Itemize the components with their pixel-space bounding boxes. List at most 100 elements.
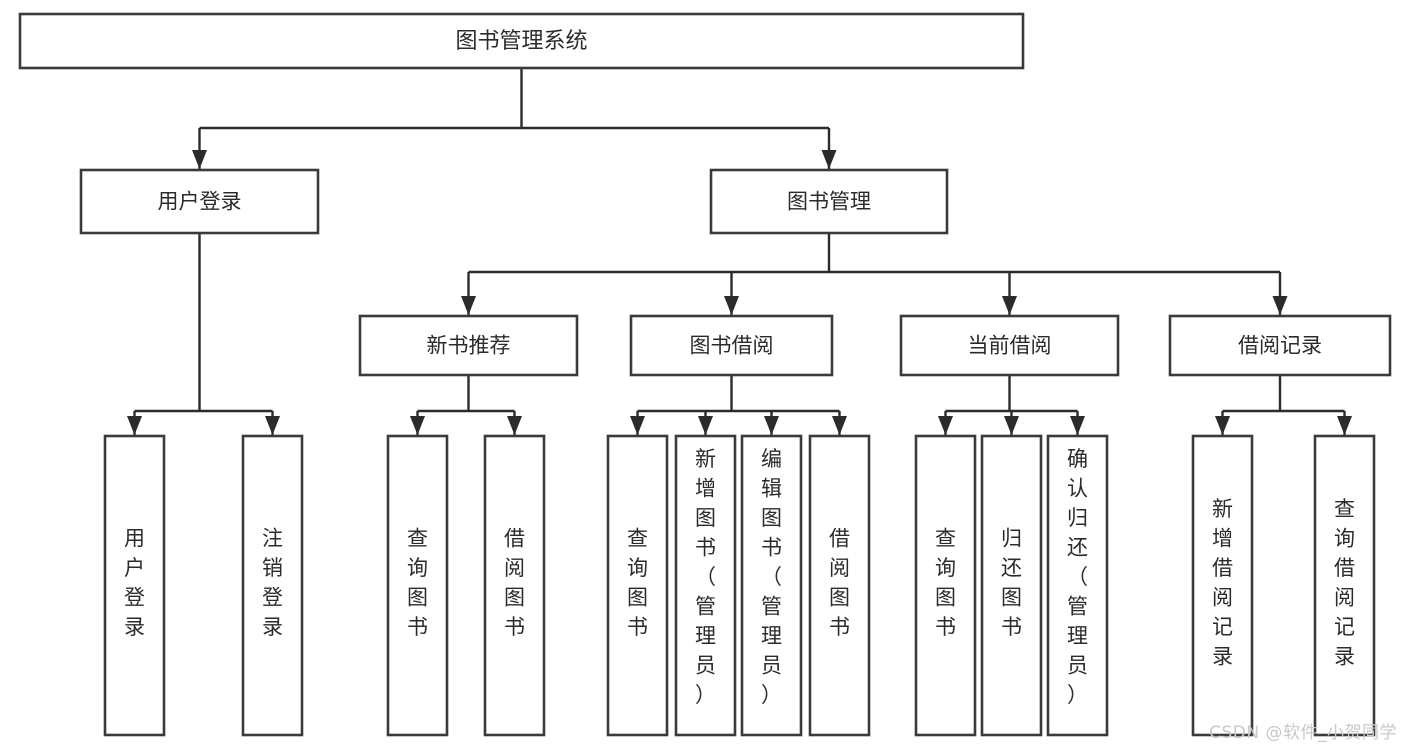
node-label-char: 询 — [407, 556, 428, 580]
node-box — [483, 434, 546, 737]
node-label-char: （ — [761, 565, 782, 589]
node-label-char: 认 — [1067, 477, 1088, 501]
node-label-char: 查 — [407, 526, 428, 550]
node-box — [899, 314, 1120, 377]
node-label-char: 录 — [124, 615, 145, 639]
node-label-char: 归 — [1067, 506, 1088, 530]
arrow-head-icon — [938, 416, 953, 435]
node-label-char: 管 — [1067, 595, 1088, 619]
node-new-book-rec[interactable]: 新书推荐 — [358, 314, 579, 377]
node-user-login[interactable]: 用户登录 — [79, 168, 320, 235]
node-label-char: 录 — [1212, 644, 1233, 668]
node-box — [1191, 434, 1254, 737]
node-label-char: 员 — [761, 654, 782, 678]
connector-lines — [127, 68, 1352, 435]
node-label-char: 销 — [262, 556, 283, 580]
node-label-char: 图 — [761, 506, 782, 530]
node-label-char: 书 — [935, 615, 956, 639]
node-label-char: 注 — [262, 526, 283, 550]
arrow-head-icon — [410, 416, 425, 435]
node-current-borrow[interactable]: 当前借阅 — [899, 314, 1120, 377]
node-label-char: ） — [695, 683, 716, 707]
arrow-head-icon — [461, 296, 476, 315]
node-label-char: ） — [1067, 683, 1088, 707]
node-label-char: 管 — [761, 595, 782, 619]
arrow-head-icon — [127, 416, 142, 435]
node-label-char: 查 — [935, 526, 956, 550]
node-label-char: 图 — [407, 585, 428, 609]
node-box — [709, 168, 949, 235]
arrow-head-icon — [698, 416, 713, 435]
node-label-char: 登 — [262, 585, 283, 609]
node-leaf-user-login[interactable]: 用户登录 — [103, 434, 166, 737]
node-box — [740, 434, 803, 737]
node-label-char: 辑 — [761, 477, 782, 501]
node-label-char: 书 — [504, 615, 525, 639]
node-box — [1046, 434, 1109, 737]
node-root[interactable]: 图书管理系统 — [18, 12, 1025, 70]
node-label-char: 增 — [695, 477, 716, 501]
node-label-char: ） — [761, 683, 782, 707]
node-label-char: 登 — [124, 585, 145, 609]
node-label-char: 理 — [761, 624, 782, 648]
node-label-char: 户 — [124, 556, 145, 580]
node-label-char: 图 — [504, 585, 525, 609]
node-box — [914, 434, 977, 737]
node-box — [674, 434, 737, 737]
arrow-head-icon — [192, 150, 207, 169]
node-label-char: 还 — [1067, 536, 1088, 560]
node-label-char: 图 — [627, 585, 648, 609]
node-book-borrow[interactable]: 图书借阅 — [629, 314, 834, 377]
node-box — [980, 434, 1043, 737]
node-label-char: 图 — [695, 506, 716, 530]
node-book-manage[interactable]: 图书管理 — [709, 168, 949, 235]
node-label-char: 确 — [1067, 447, 1088, 471]
node-label-char: 新 — [695, 447, 716, 471]
node-label-char: 归 — [1001, 526, 1022, 550]
node-boxes: 图书管理系统用户登录图书管理新书推荐图书借阅当前借阅借阅记录用户登录注销登录查询… — [18, 12, 1392, 737]
node-label-char: 管 — [695, 595, 716, 619]
node-box — [241, 434, 304, 737]
arrow-head-icon — [764, 416, 779, 435]
node-label-char: （ — [695, 565, 716, 589]
node-label-char: 询 — [1334, 526, 1355, 550]
node-label-char: 录 — [262, 615, 283, 639]
node-label-char: 理 — [695, 624, 716, 648]
arrow-head-icon — [821, 150, 837, 169]
arrow-head-icon — [1004, 416, 1019, 435]
node-label-char: 阅 — [1212, 585, 1233, 609]
node-label-char: 理 — [1067, 624, 1088, 648]
node-label-char: 查 — [627, 526, 648, 550]
node-label-char: 还 — [1001, 556, 1022, 580]
node-label-char: 查 — [1334, 497, 1355, 521]
node-label-char: 询 — [627, 556, 648, 580]
node-box — [79, 168, 320, 235]
node-box — [606, 434, 669, 737]
watermark-text: CSDN @软件_小贺同学 — [1209, 723, 1397, 743]
node-label-char: 用 — [124, 526, 145, 550]
node-label-char: 阅 — [829, 556, 850, 580]
arrow-head-icon — [630, 416, 645, 435]
arrow-head-icon — [832, 416, 847, 435]
arrow-head-icon — [1002, 296, 1017, 315]
node-label-char: （ — [1067, 565, 1088, 589]
arrow-head-icon — [1215, 416, 1230, 435]
node-borrow-record[interactable]: 借阅记录 — [1168, 314, 1392, 377]
node-label: 图书借阅 — [690, 334, 774, 358]
arrow-head-icon — [265, 416, 280, 435]
node-label-char: 新 — [1212, 497, 1233, 521]
node-box — [18, 12, 1025, 70]
node-label: 图书管理系统 — [455, 29, 587, 54]
